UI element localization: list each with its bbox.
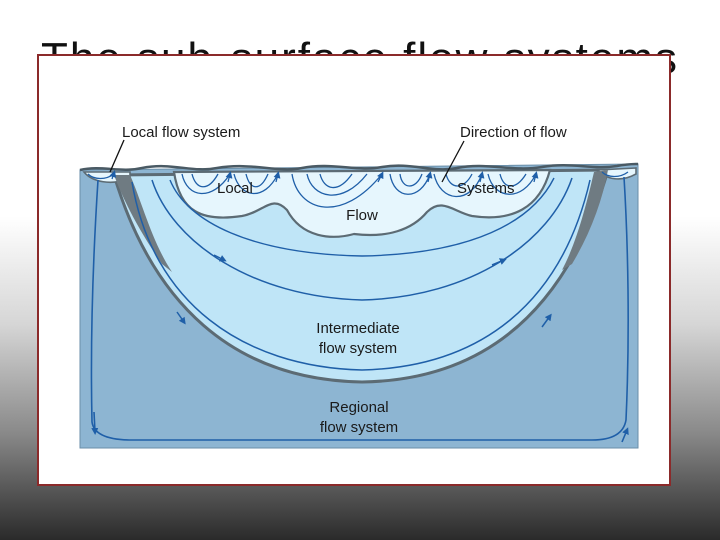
- direction-of-flow-label: Direction of flow: [460, 124, 567, 141]
- regional-label-line2: flow system: [320, 419, 398, 436]
- intermediate-flow-line-inner: [169, 177, 555, 257]
- intermediate-arrow-3: [176, 311, 186, 325]
- intermediate-flow-line-outer: [131, 179, 591, 371]
- intermediate-flow-line-mid: [151, 177, 573, 301]
- local-flow-system-label: Local flow system: [122, 124, 240, 141]
- local-zone: [172, 168, 552, 238]
- regional-flow-arrow-left: [91, 411, 99, 435]
- flow-label: Flow: [346, 207, 378, 224]
- systems-label: Systems: [457, 180, 515, 197]
- regional-flow-arrow-right: [621, 427, 629, 443]
- local-label: Local: [217, 180, 253, 197]
- intermediate-arrow-1: [213, 254, 227, 262]
- intermediate-label-line2: flow system: [319, 340, 397, 357]
- local-flow-loops: [87, 171, 629, 208]
- land-surface: [79, 162, 639, 172]
- regional-flow-line: [90, 176, 629, 441]
- groundwater-flow-diagram: Local flow system Direction of flow Loca…: [79, 124, 639, 449]
- local-flow-arrows: [109, 170, 539, 183]
- diagram-frame: Local flow system Direction of flow Loca…: [37, 54, 671, 486]
- direction-of-flow-leader: [441, 140, 465, 183]
- intermediate-arrow-2: [491, 258, 507, 266]
- local-flow-leader: [109, 139, 125, 173]
- right-boundary-wedge: [562, 170, 608, 270]
- intermediate-label-line1: Intermediate: [316, 320, 399, 337]
- intermediate-arrow-4: [541, 313, 552, 328]
- regional-label-line1: Regional: [329, 399, 388, 416]
